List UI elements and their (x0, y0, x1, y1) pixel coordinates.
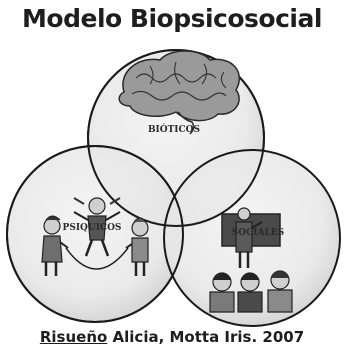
psiquicos-label: PSIQUICOS (63, 223, 122, 233)
sociales-label: SOCIALES (232, 228, 284, 238)
diagram-title: Modelo Biopsicosocial (22, 4, 322, 33)
brain-icon (118, 50, 241, 135)
credit-author-first: Risueño (39, 328, 108, 346)
credit-line: Risueño Alicia, Motta Iris. 2007 (0, 328, 344, 346)
children-playing-icon (41, 197, 149, 276)
classroom-teacher-icon (209, 207, 293, 313)
bioticos-label: BIÓTICOS (148, 123, 200, 135)
credit-rest: Alicia, Motta Iris. 2007 (107, 328, 305, 346)
